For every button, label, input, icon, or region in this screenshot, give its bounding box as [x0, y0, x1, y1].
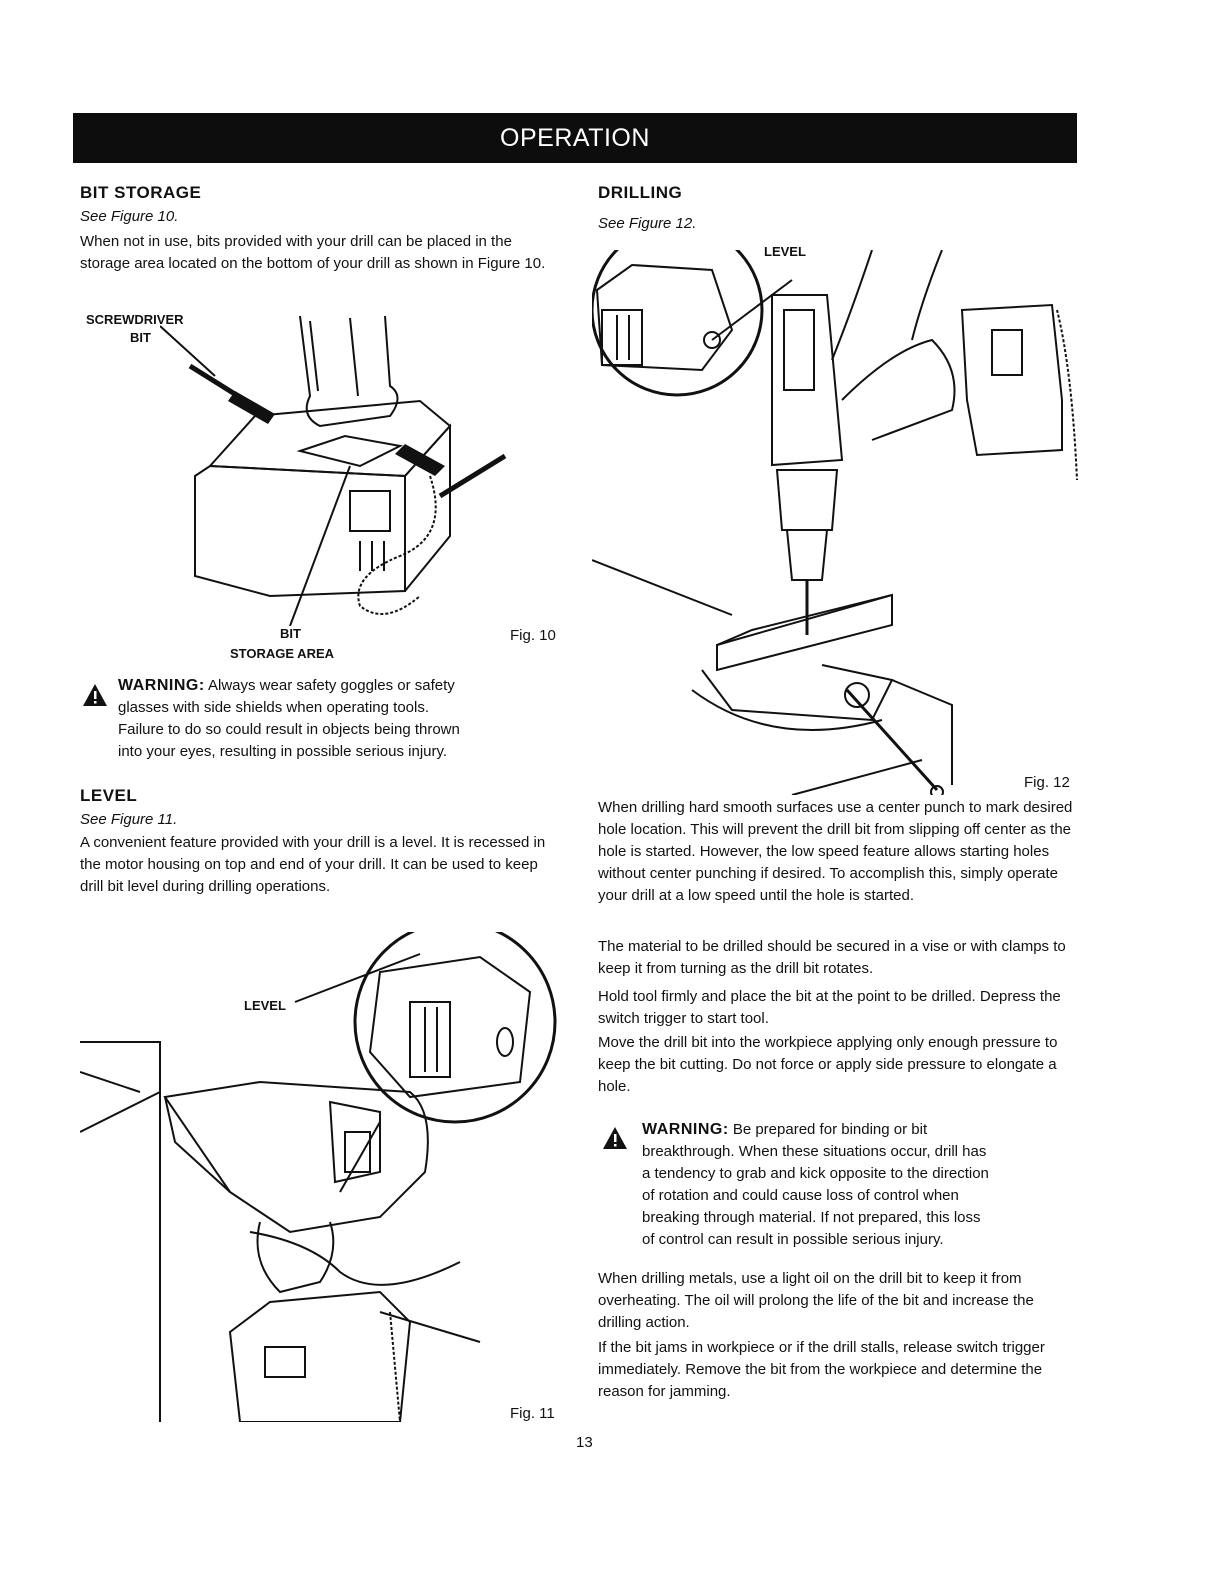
- label-screwdriver: SCREWDRIVER: [86, 312, 184, 327]
- label-storage-area: STORAGE AREA: [230, 646, 335, 661]
- page-number: 13: [576, 1434, 593, 1451]
- warning-1-line3: Failure to do so could result in objects…: [118, 721, 460, 738]
- warning-2-line4: of rotation and could cause loss of cont…: [642, 1187, 959, 1204]
- section-banner: OPERATION: [73, 113, 1077, 163]
- drilling-para-6: If the bit jams in workpiece or if the d…: [598, 1339, 1045, 1400]
- drilling-para-5: When drilling metals, use a light oil on…: [598, 1270, 1034, 1331]
- warning-1: WARNING: Always wear safety goggles or s…: [118, 675, 558, 697]
- warning-2: WARNING: Be prepared for binding or bit: [642, 1119, 1082, 1141]
- warning-2-line2: breakthrough. When these situations occu…: [642, 1143, 987, 1160]
- warning-2-title: WARNING:: [642, 1121, 729, 1138]
- warning-2-line5: breaking through material. If not prepar…: [642, 1209, 981, 1226]
- drilling-para-2: The material to be drilled should be sec…: [598, 938, 1066, 977]
- level-ref: See Figure 11.: [80, 811, 178, 828]
- warning-1-line1: Always wear safety goggles or safety: [208, 677, 455, 694]
- drilling-heading: DRILLING: [598, 183, 683, 202]
- warning-1-line2: glasses with side shields when operating…: [118, 699, 430, 716]
- bit-storage-ref: See Figure 10.: [80, 208, 179, 225]
- figure-11-caption: Fig. 11: [510, 1405, 555, 1422]
- drilling-para-4: Move the drill bit into the workpiece ap…: [598, 1034, 1058, 1095]
- warning-2-line6: of control can result in possible seriou…: [642, 1231, 944, 1248]
- level-heading: LEVEL: [80, 786, 138, 805]
- label-bit: BIT: [130, 330, 151, 345]
- figure-10-illustration: [160, 315, 507, 626]
- warning-triangle-icon: [83, 684, 107, 706]
- warning-1-line4: into your eyes, resulting in possible se…: [118, 743, 448, 760]
- bit-storage-heading: BIT STORAGE: [80, 183, 202, 202]
- label-bit-2: BIT: [280, 626, 301, 641]
- warning-1-title: WARNING:: [118, 677, 205, 694]
- level-body: A convenient feature provided with your …: [80, 834, 546, 895]
- label-level-fig12: LEVEL: [764, 244, 806, 259]
- figure-11-illustration: [80, 932, 557, 1422]
- figure-12-caption: Fig. 12: [1024, 774, 1070, 791]
- warning-2-line3: a tendency to grab and kick opposite to …: [642, 1165, 989, 1182]
- label-level-fig11: LEVEL: [244, 998, 286, 1013]
- drilling-para-3: Hold tool firmly and place the bit at th…: [598, 988, 1061, 1027]
- figure-12-illustration: [592, 250, 1078, 795]
- bit-storage-body: When not in use, bits provided with your…: [80, 233, 546, 272]
- drilling-ref: See Figure 12.: [598, 215, 697, 232]
- warning-2-line1: Be prepared for binding or bit: [732, 1121, 928, 1138]
- figure-10-caption: Fig. 10: [510, 627, 556, 644]
- warning-triangle-icon: [603, 1127, 627, 1149]
- drilling-para-1: When drilling hard smooth surfaces use a…: [598, 799, 1073, 904]
